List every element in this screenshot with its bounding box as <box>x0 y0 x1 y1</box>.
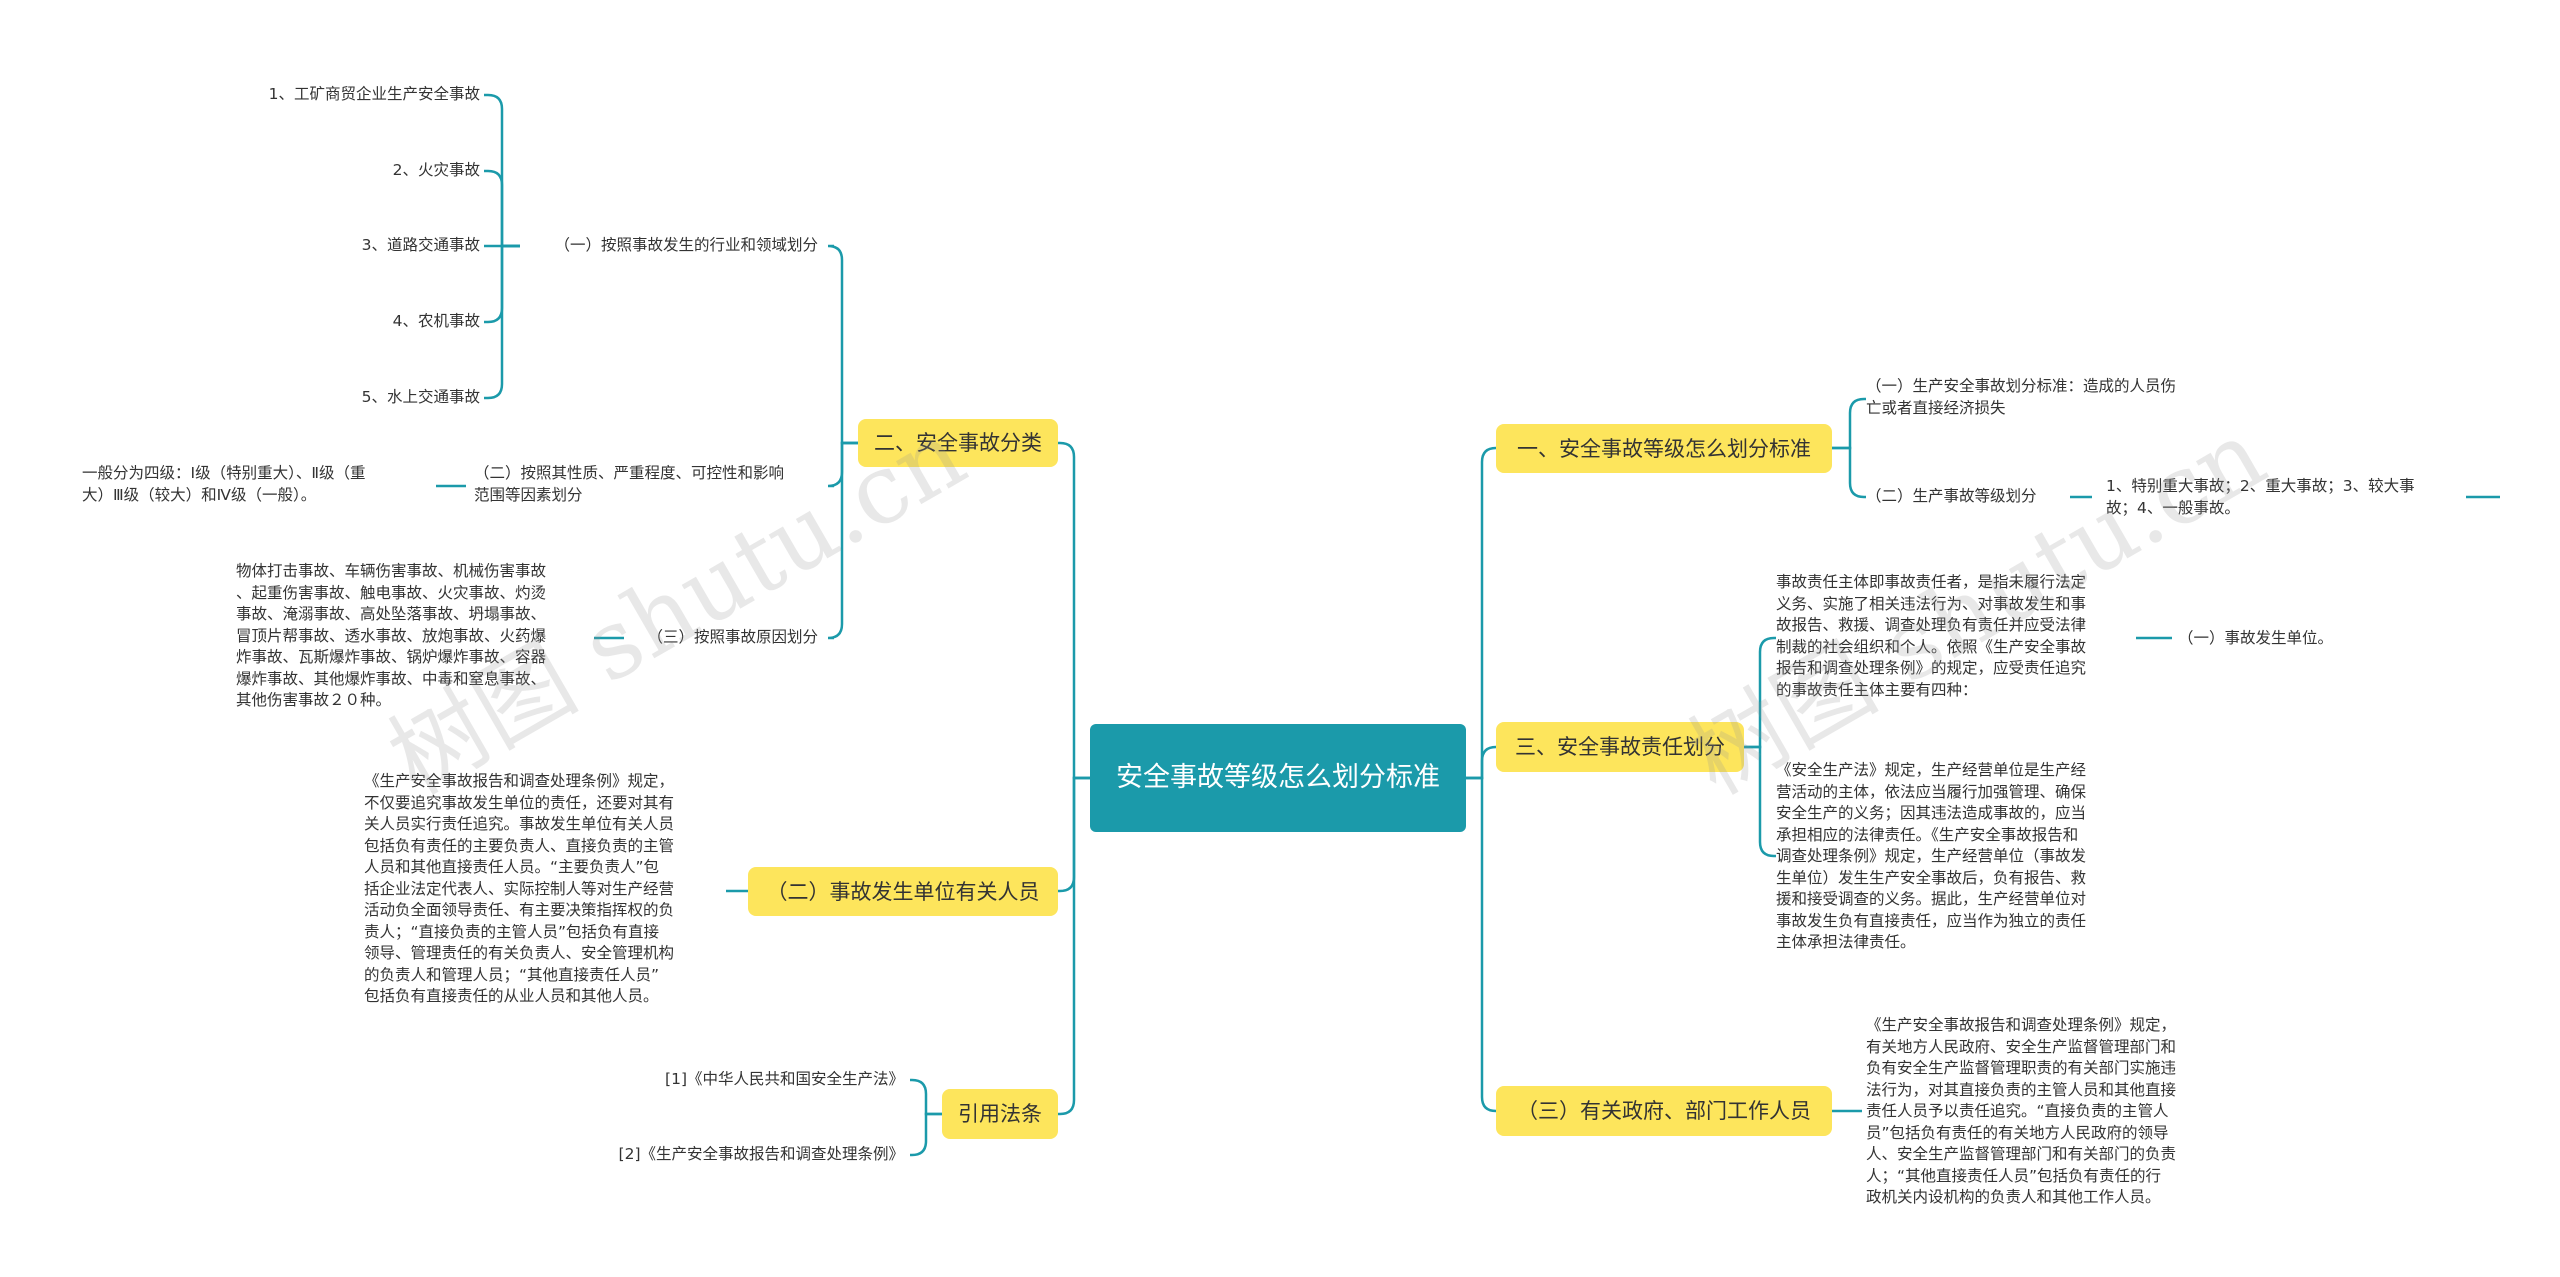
connector-line <box>484 169 520 248</box>
leaf-unit-liability[interactable]: 《安全生产法》规定，生产经营单位是生产经 营活动的主体，依法应当履行加强管理、确… <box>1776 761 2087 951</box>
leaf-government-staff-detail[interactable]: 《生产安全事故报告和调查处理条例》规定， 有关地方人民政府、安全生产监督管理部门… <box>1866 1016 2177 1206</box>
leaf-by-severity[interactable]: （二）按照其性质、严重程度、可控性和影响 范围等因素划分 <box>474 464 785 504</box>
leaf-grade-levels[interactable]: 1、特别重大事故；2、重大事故；3、较大事 故；4、一般事故。 <box>2106 477 2415 517</box>
connector-line <box>484 244 520 400</box>
connector-line <box>1744 636 1776 749</box>
connector-line <box>910 1112 942 1157</box>
branch-accident-classification[interactable]: 二、安全事故分类 <box>858 419 1058 467</box>
leaf-by-industry[interactable]: （一）按照事故发生的行业和领域划分 <box>554 236 818 254</box>
leaf-industry-item-3[interactable]: 3、道路交通事故 <box>361 236 480 254</box>
connector-line <box>1744 745 1776 858</box>
connector-line <box>910 1078 942 1116</box>
connector-line <box>484 93 520 248</box>
leaf-law-1[interactable]: [1]《中华人民共和国安全生产法》 <box>665 1070 904 1088</box>
leaf-liability-subject[interactable]: 事故责任主体即事故责任者，是指未履行法定 义务、实施了相关违法行为、对事故发生和… <box>1776 573 2087 699</box>
connector-line <box>1058 776 1090 1116</box>
connector-line <box>1466 776 1497 1113</box>
branch-unit-personnel[interactable]: （二）事故发生单位有关人员 <box>748 867 1058 916</box>
leaf-industry-item-1[interactable]: 1、工矿商贸企业生产安全事故 <box>268 85 480 103</box>
branch-government-staff[interactable]: （三）有关政府、部门工作人员 <box>1496 1086 1832 1136</box>
leaf-cause-types[interactable]: 物体打击事故、车辆伤害事故、机械伤害事故 、起重伤害事故、触电事故、火灾事故、灼… <box>236 562 547 709</box>
leaf-unit-personnel-detail[interactable]: 《生产安全事故报告和调查处理条例》规定， 不仅要追究事故发生单位的责任，还要对其… <box>364 772 675 1005</box>
leaf-law-2[interactable]: [2]《生产安全事故报告和调查处理条例》 <box>618 1145 904 1163</box>
leaf-industry-item-4[interactable]: 4、农机事故 <box>392 312 480 330</box>
branch-cited-laws[interactable]: 引用法条 <box>942 1089 1058 1139</box>
leaf-industry-item-2[interactable]: 2、火灾事故 <box>392 161 480 179</box>
leaf-grading-criteria[interactable]: （一）生产安全事故划分标准：造成的人员伤 亡或者直接经济损失 <box>1866 377 2177 417</box>
connector-line <box>1832 446 1866 499</box>
branch-grading-standard[interactable]: 一、安全事故等级怎么划分标准 <box>1496 424 1832 473</box>
leaf-grade-division[interactable]: （二）生产事故等级划分 <box>1866 487 2037 505</box>
connector-line <box>827 244 858 445</box>
connector-line <box>1058 441 1090 780</box>
connector-line <box>1466 446 1497 780</box>
branch-liability-division[interactable]: 三、安全事故责任划分 <box>1496 722 1744 772</box>
leaf-severity-levels[interactable]: 一般分为四级：Ⅰ级（特别重大）、Ⅱ级（重 大）Ⅲ级（较大）和Ⅳ级（一般）。 <box>82 464 366 504</box>
leaf-industry-item-5[interactable]: 5、水上交通事故 <box>361 388 480 406</box>
connector-line <box>827 441 858 640</box>
connector-line <box>1466 745 1497 780</box>
root-topic[interactable]: 安全事故等级怎么划分标准 <box>1090 724 1466 832</box>
connector-line <box>1832 397 1866 450</box>
leaf-accident-unit[interactable]: （一）事故发生单位。 <box>2178 629 2334 647</box>
leaf-by-cause[interactable]: （三）按照事故原因划分 <box>647 628 818 646</box>
